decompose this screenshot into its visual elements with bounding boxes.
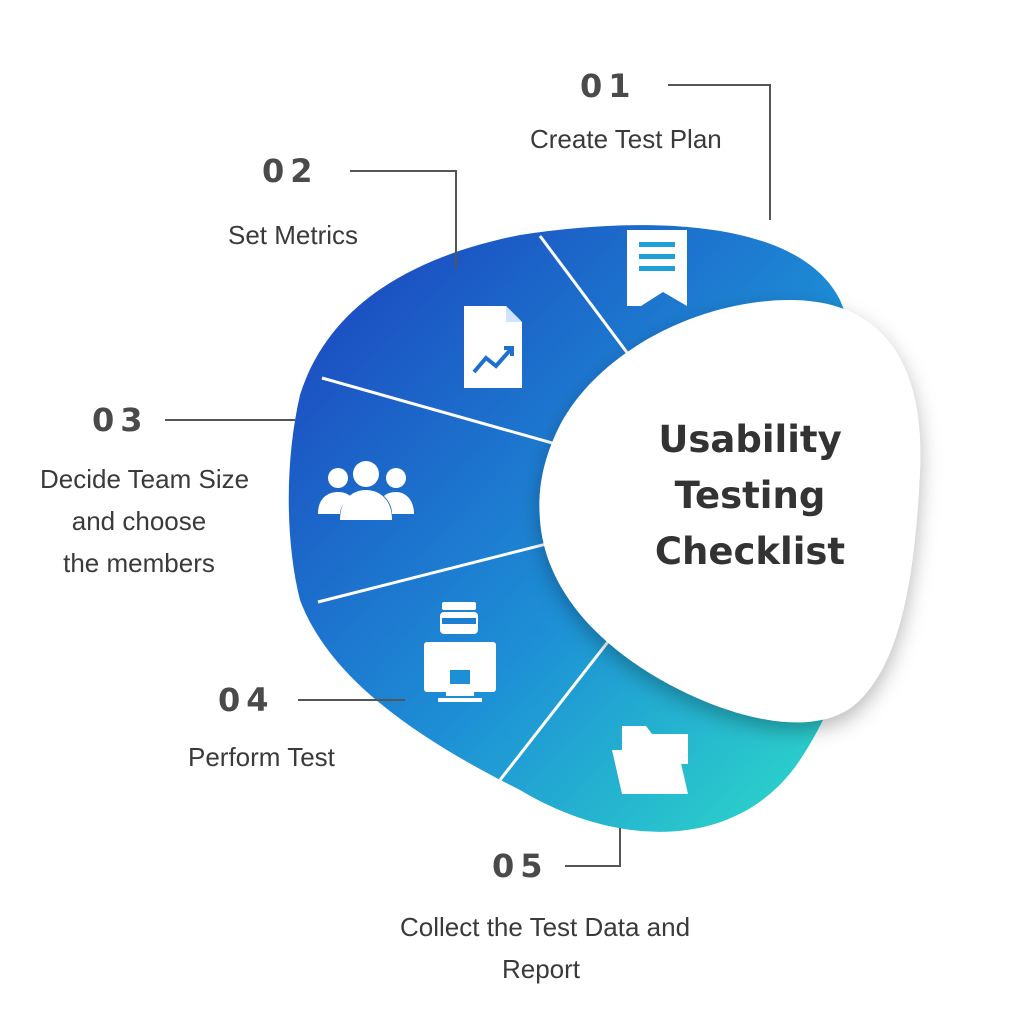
step-04-label: Perform Test — [188, 742, 335, 772]
step-04-number: 04 — [218, 681, 275, 719]
title-line-3: Checklist — [654, 530, 846, 573]
center-title: Usability Testing Checklist — [600, 412, 900, 580]
step-01-number: 01 — [580, 67, 637, 105]
step-05-label-line-2: Report — [501, 954, 581, 984]
step-03-label-line-1: Decide Team Size — [40, 464, 250, 494]
step-03-label-line-3: the members — [63, 548, 215, 578]
tester-at-computer-icon — [424, 602, 496, 702]
team-icon — [318, 461, 414, 520]
step-05-label-line-1: Collect the Test Data and — [400, 912, 691, 942]
step-05-number: 05 — [492, 847, 549, 885]
step-03-label: Decide Team Size and choose the members — [40, 458, 250, 584]
title-line-2: Testing — [674, 474, 826, 517]
chart-document-icon — [464, 306, 522, 388]
document-icon — [627, 230, 687, 306]
connector-lines — [165, 84, 771, 867]
title-line-1: Usability — [658, 418, 842, 461]
step-05-label: Collect the Test Data and Report — [400, 906, 691, 990]
step-01-label: Create Test Plan — [530, 124, 722, 154]
center-shape — [539, 300, 921, 723]
step-02-number: 02 — [262, 152, 319, 190]
step-02-label: Set Metrics — [228, 220, 359, 250]
segment-dividers — [317, 235, 642, 781]
step-03-number: 03 — [92, 401, 149, 439]
folder-icon — [612, 726, 688, 794]
step-03-label-line-2: and choose — [71, 506, 207, 536]
